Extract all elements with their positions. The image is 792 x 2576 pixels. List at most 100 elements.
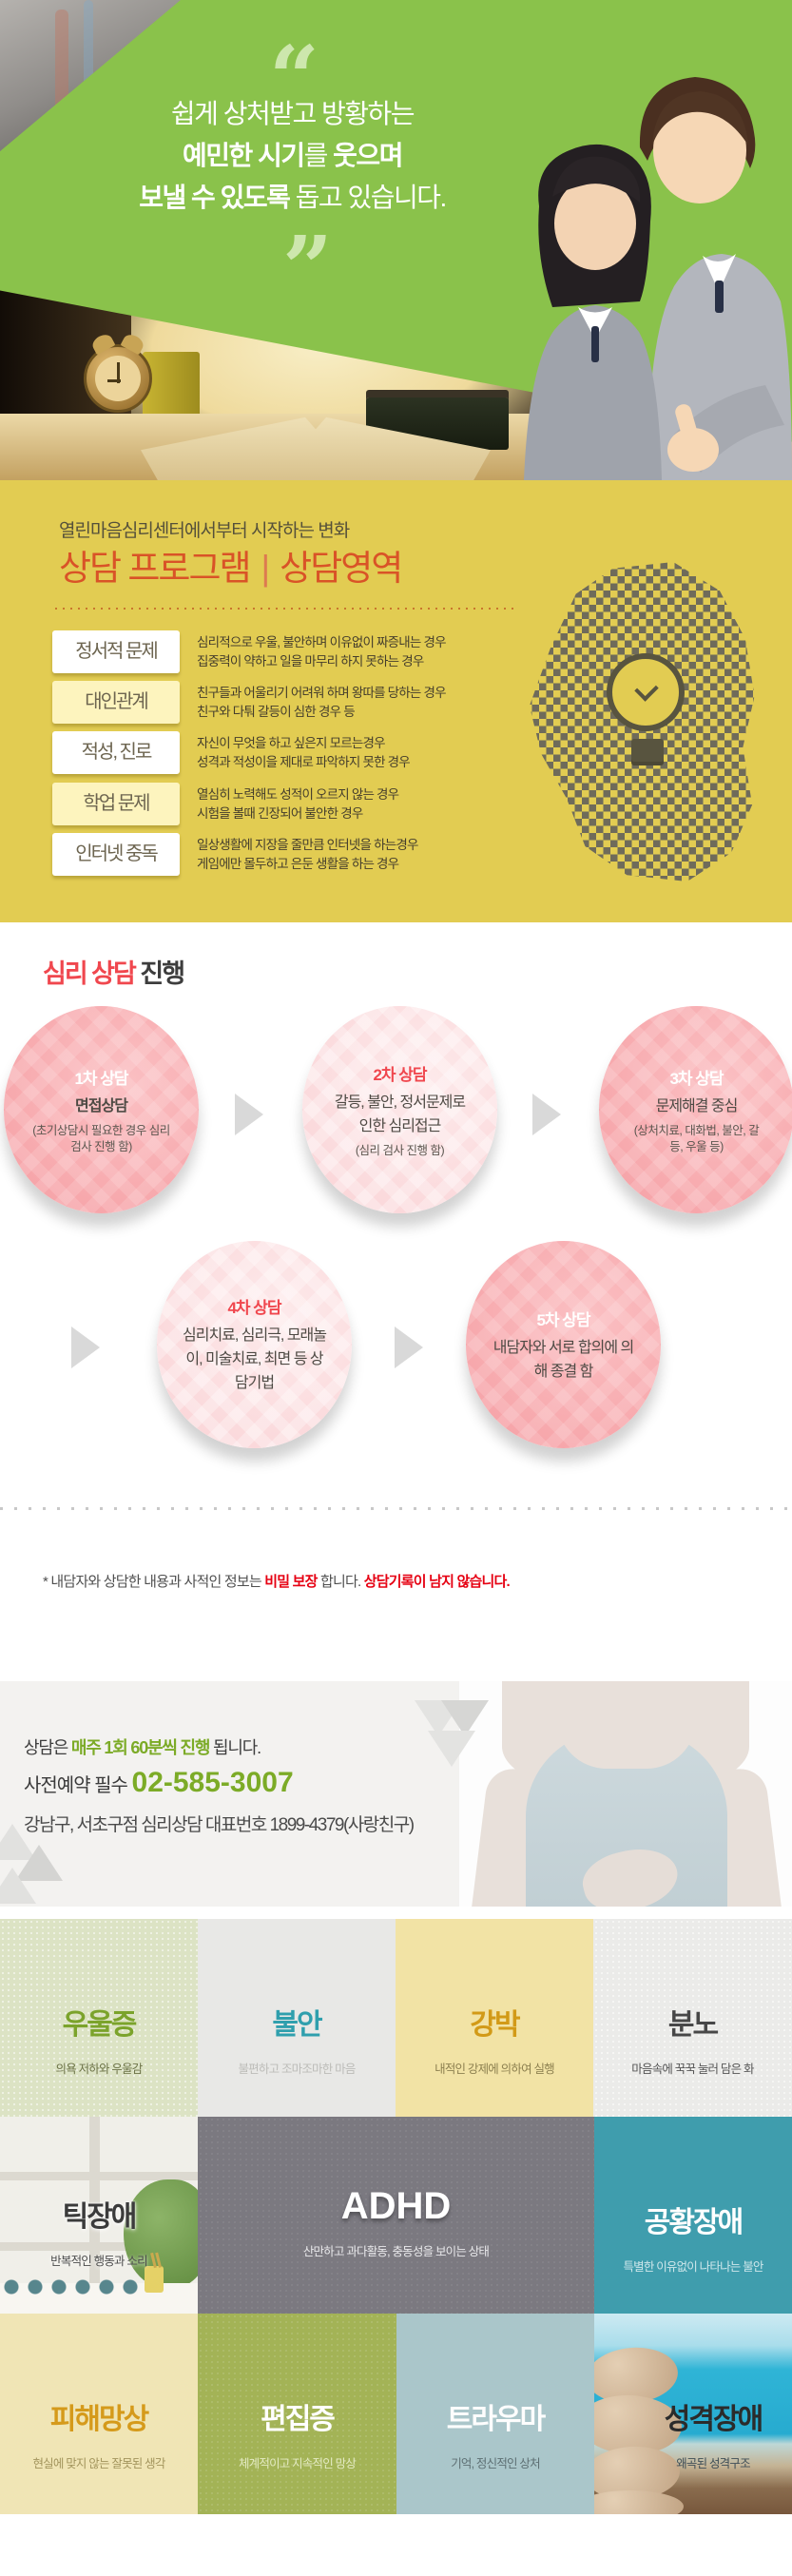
program-section: 열린마음심리센터에서부터 시작하는 변화 상담 프로그램|상담영역 정서적 문제… xyxy=(0,480,792,922)
program-desc: 자신이 무엇을 하고 싶은지 모르는경우 성격과 적성이을 제대로 파악하지 못… xyxy=(197,731,411,772)
program-row: 대인관계 친구들과 어울리기 어려워 하며 왕따를 당하는 경우 친구와 다퉈 … xyxy=(52,681,447,724)
contact-schedule: 상담은 매주 1회 60분씩 진행 됩니다. xyxy=(24,1734,261,1759)
notice-mid: 합니다. xyxy=(317,1574,364,1590)
tile-desc: 마음속에 꾹꾹 눌러 담은 화 xyxy=(631,2063,754,2076)
program-row: 정서적 문제 심리적으로 우울, 불안하며 이유없이 짜증내는 경우 집중력이 … xyxy=(52,630,447,673)
tile-desc: 반복적인 행동과 소리 xyxy=(50,2255,147,2268)
privacy-notice: * 내담자와 상담한 내용과 사적인 정보는 비밀 보장 합니다. 상담기록이 … xyxy=(43,1571,511,1591)
program-desc: 일상생활에 지장을 줄만큼 인터넷을 하는경우 게임에만 몰두하고 은둔 생활을… xyxy=(197,833,418,874)
program-title-right: 상담영역 xyxy=(280,549,403,588)
arrow-right-icon xyxy=(395,1327,423,1368)
tile-desc: 의욕 저하와 우울감 xyxy=(55,2063,144,2076)
disorder-grid-row-1: 우울증 의욕 저하와 우울감 불안 불편하고 조마조마한 마음 강박 내적인 강… xyxy=(0,1919,792,2117)
tile-adhd[interactable]: ADHD 산만하고 과다활동, 충동성을 보이는 상태 xyxy=(198,2117,594,2314)
tile-title: ADHD xyxy=(340,2185,452,2227)
tile-obsession[interactable]: 강박 내적인 강제에 의하여 실행 xyxy=(396,1919,593,2117)
triangle-decor xyxy=(0,1868,36,1904)
program-label-aptitude: 적성, 진로 xyxy=(52,731,180,774)
tile-desc: 불편하고 조마조마한 마음 xyxy=(238,2063,356,2076)
shelf-decor xyxy=(84,0,93,95)
phone-number[interactable]: 02-585-3007 xyxy=(131,1767,294,1798)
window-frame xyxy=(0,2242,198,2251)
step-number: 2차 상담 xyxy=(373,1065,427,1084)
contact-section: 상담은 매주 1회 60분씩 진행 됩니다. 사전예약 필수 02-585-30… xyxy=(0,1681,792,1907)
footer-whitespace xyxy=(0,2514,792,2576)
tile-desc: 내적인 강제에 의하여 실행 xyxy=(435,2063,555,2076)
bulb-filament xyxy=(634,677,659,702)
program-desc-line: 친구와 다퉈 갈등이 심한 경우 등 xyxy=(197,705,356,719)
bulb-base xyxy=(631,739,664,762)
process-title-rest: 진행 xyxy=(134,959,185,988)
tile-anxiety[interactable]: 불안 불편하고 조마조마한 마음 xyxy=(198,1919,396,2117)
tile-panic-disorder[interactable]: 공황장애 특별한 이유없이 나타나는 불안 xyxy=(594,2117,792,2314)
notice-section: * 내담자와 상담한 내용과 사적인 정보는 비밀 보장 합니다. 상담기록이 … xyxy=(0,1510,792,1681)
process-title: 심리 상담 진행 xyxy=(43,953,185,990)
tile-title: 편집증 xyxy=(261,2404,336,2435)
tile-title: 트라우마 xyxy=(446,2404,546,2435)
program-desc-line: 시험을 볼때 긴장되어 불안한 경우 xyxy=(197,806,363,821)
tile-title: 분노 xyxy=(667,2009,719,2041)
tile-paranoia[interactable]: 편집증 체계적이고 지속적인 망상 xyxy=(198,2314,396,2514)
counseling-step-1: 1차 상담 면접상담 (초기상담시 필요한 경우 심리검사 진행 함) xyxy=(4,1006,199,1213)
hero-quote: 쉽게 상처받고 방황하는 예민한 시기를 웃으며 보낼 수 있도록 돕고 있습니… xyxy=(62,93,523,219)
tile-persecution-delusion[interactable]: 피해망상 현실에 맞지 않는 잘못된 생각 xyxy=(0,2314,198,2514)
step-main: 갈등, 불안, 정서문제로 인한 심리접근 xyxy=(334,1094,466,1134)
diffuser-bottle xyxy=(145,2266,164,2293)
step-main: 면접상담 xyxy=(75,1097,128,1114)
counseling-step-5: 5차 상담 내담자와 서로 합의에 의해 종결 함 xyxy=(466,1241,661,1448)
program-title-separator: | xyxy=(261,549,271,588)
quote-line1: 쉽게 상처받고 방황하는 xyxy=(170,99,415,128)
tile-title: 우울증 xyxy=(62,2009,138,2041)
clock-hand xyxy=(107,379,121,382)
triangle-decor xyxy=(428,1731,475,1767)
tile-tic-disorder[interactable]: 틱장애 반복적인 행동과 소리 xyxy=(0,2117,198,2314)
step-number: 5차 상담 xyxy=(536,1310,590,1329)
schedule-suffix: 됩니다. xyxy=(209,1738,261,1757)
program-label-internet: 인터넷 중독 xyxy=(52,833,180,876)
dotted-divider xyxy=(55,608,519,610)
window-frame xyxy=(89,2117,100,2314)
tile-title: 성격장애 xyxy=(664,2404,763,2435)
tile-desc: 특별한 이유없이 나타나는 불안 xyxy=(623,2260,763,2274)
dotted-divider xyxy=(0,1507,792,1510)
counselor-photo xyxy=(459,1681,792,1907)
quote-line2-normal: 를 xyxy=(303,141,334,170)
step-sub: (심리 검사 진행 함) xyxy=(355,1143,445,1157)
students-photo xyxy=(524,77,792,480)
tile-depression[interactable]: 우울증 의욕 저하와 우울감 xyxy=(0,1919,198,2117)
tile-desc: 기억, 정신적인 상처 xyxy=(451,2457,540,2470)
tile-anger[interactable]: 분노 마음속에 꾹꾹 눌러 담은 화 xyxy=(593,1919,792,2117)
alarm-clock xyxy=(84,331,152,413)
reservation-label: 사전예약 필수 xyxy=(24,1775,132,1796)
schedule-prefix: 상담은 xyxy=(24,1738,71,1757)
tile-desc: 현실에 맞지 않는 잘못된 생각 xyxy=(32,2457,165,2470)
counseling-step-4: 4차 상담 심리치료, 심리극, 모래놀이, 미술치료, 최면 등 상담기법 xyxy=(157,1241,352,1448)
program-desc: 심리적으로 우울, 불안하며 이유없이 짜증내는 경우 집중력이 약하고 일을 … xyxy=(197,630,447,671)
contact-address: 강남구, 서초구점 심리상담 대표번호 1899-4379(사랑친구) xyxy=(24,1815,415,1835)
tile-trauma[interactable]: 트라우마 기억, 정신적인 상처 xyxy=(396,2314,594,2514)
program-title: 상담 프로그램|상담영역 xyxy=(59,539,403,591)
tile-desc: 왜곡된 성격구조 xyxy=(676,2457,750,2470)
program-desc-line: 자신이 무엇을 하고 싶은지 모르는경우 xyxy=(197,736,386,750)
quote-line2-bold2: 웃으며 xyxy=(333,141,403,170)
quote-line2-bold1: 예민한 시기 xyxy=(183,141,305,170)
step-sub: (초기상담시 필요한 경우 심리검사 진행 함) xyxy=(32,1123,170,1153)
step-main: 문제해결 중심 xyxy=(655,1097,739,1114)
counseling-step-2: 2차 상담 갈등, 불안, 정서문제로 인한 심리접근 (심리 검사 진행 함) xyxy=(302,1006,497,1213)
window-frame xyxy=(0,2172,198,2180)
process-title-accent: 심리 상담 xyxy=(43,959,137,988)
program-label-emotional: 정서적 문제 xyxy=(52,630,180,673)
triangle-decor xyxy=(441,1700,489,1736)
program-desc-line: 일상생활에 지장을 줄만큼 인터넷을 하는경우 xyxy=(197,838,418,852)
notice-prefix: * 내담자와 상담한 내용과 사적인 정보는 xyxy=(43,1574,265,1590)
program-desc: 열심히 노력해도 성적이 오르지 않는 경우 시험을 볼때 긴장되어 불안한 경… xyxy=(197,783,399,823)
tile-personality-disorder[interactable]: 성격장애 왜곡된 성격구조 xyxy=(594,2314,792,2514)
disorder-grid-row-3: 피해망상 현실에 맞지 않는 잘못된 생각 편집증 체계적이고 지속적인 망상 … xyxy=(0,2314,792,2514)
step-main: 내담자와 서로 합의에 의해 종결 함 xyxy=(493,1339,635,1380)
program-label-relationships: 대인관계 xyxy=(52,681,180,724)
arrow-right-icon xyxy=(532,1094,561,1135)
program-desc: 친구들과 어울리기 어려워 하며 왕따를 당하는 경우 친구와 다퉈 갈등이 심… xyxy=(197,681,447,722)
schedule-highlight: 매주 1회 60분씩 진행 xyxy=(70,1738,211,1757)
clock-hand xyxy=(117,362,120,383)
